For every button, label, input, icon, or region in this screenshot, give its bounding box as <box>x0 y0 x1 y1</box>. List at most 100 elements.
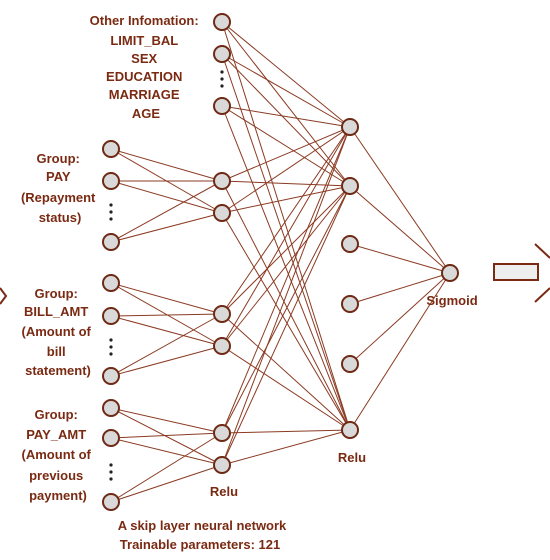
edge-hidden1-hidden2 <box>221 126 351 182</box>
edge-input-hidden1 <box>110 432 223 503</box>
hidden1-node <box>213 424 231 442</box>
edge-hidden1-hidden2 <box>221 185 351 347</box>
layer2-activation-label: Relu <box>338 450 366 465</box>
ellipsis-dot <box>109 470 113 474</box>
edge-input-hidden1 <box>110 345 223 377</box>
input-node-bill <box>102 367 120 385</box>
input-node-pay <box>102 140 120 158</box>
output-arrow-icon <box>493 243 550 303</box>
input-node-bill <box>102 307 120 325</box>
edge-input-hidden1 <box>110 315 223 347</box>
neuron-nodes <box>102 13 459 511</box>
edge-hidden2-output <box>349 272 451 305</box>
hidden2-node <box>341 355 359 373</box>
input-node-payamt <box>102 429 120 447</box>
edge-input-hidden1 <box>110 313 223 317</box>
ellipsis-dot <box>109 203 113 207</box>
edge-hidden1-hidden2 <box>221 185 351 434</box>
edge-hidden2-output <box>349 272 451 431</box>
edge-hidden2-output <box>349 272 451 365</box>
connection-edges <box>110 21 451 503</box>
edge-hidden1-hidden2 <box>221 345 351 431</box>
edge-hidden1-hidden2 <box>221 180 351 187</box>
edge-skip <box>221 105 351 431</box>
edge-skip <box>221 105 351 128</box>
edge-hidden1-hidden2 <box>221 126 351 466</box>
edge-hidden1-hidden2 <box>221 185 351 466</box>
ellipsis-dots <box>109 70 224 481</box>
edge-hidden1-hidden2 <box>221 126 351 315</box>
edge-skip <box>221 53 351 431</box>
edge-skip <box>221 21 351 431</box>
edge-input-hidden1 <box>110 407 223 466</box>
group-pay-label: Group: PAY (Repayment status) <box>21 151 99 225</box>
edge-hidden1-hidden2 <box>221 126 351 347</box>
input-node-bill <box>102 274 120 292</box>
edge-hidden2-output <box>349 185 451 274</box>
edge-input-hidden1 <box>110 148 223 182</box>
ellipsis-dot <box>109 463 113 467</box>
edge-input-hidden1 <box>110 282 223 315</box>
ellipsis-dot <box>109 345 113 349</box>
hidden2-node <box>341 118 359 136</box>
edge-hidden1-hidden2 <box>221 313 351 431</box>
input-node-other <box>213 13 231 31</box>
input-node-pay <box>102 233 120 251</box>
caption-line-2: Trainable parameters: 121 <box>120 537 280 552</box>
edge-skip <box>221 21 351 128</box>
edge-hidden1-hidden2 <box>221 212 351 431</box>
caption-line-1: A skip layer neural network <box>118 518 287 533</box>
edge-input-hidden1 <box>110 464 223 503</box>
edge-hidden2-output <box>349 126 451 274</box>
edge-skip <box>221 53 351 128</box>
group-other-label: Other Infomation: LIMIT_BAL SEX EDUCATIO… <box>90 13 203 121</box>
ellipsis-dot <box>109 217 113 221</box>
hidden2-node <box>341 235 359 253</box>
edge-skip <box>221 105 351 187</box>
input-node-other <box>213 45 231 63</box>
ellipsis-dot <box>109 477 113 481</box>
hidden1-node <box>213 204 231 222</box>
hidden1-node <box>213 305 231 323</box>
hidden1-node <box>213 337 231 355</box>
ellipsis-dot <box>109 338 113 342</box>
edge-hidden1-hidden2 <box>221 429 351 434</box>
left-arrow-icon <box>0 287 8 305</box>
ellipsis-dot <box>109 210 113 214</box>
edge-skip <box>221 53 351 187</box>
edge-hidden1-hidden2 <box>221 185 351 315</box>
ellipsis-dot <box>109 352 113 356</box>
input-node-payamt <box>102 399 120 417</box>
edge-hidden1-hidden2 <box>221 126 351 434</box>
group-payamt-label: Group: PAY_AMT (Amount of previous payme… <box>22 407 95 503</box>
edge-input-hidden1 <box>110 180 223 243</box>
edge-input-hidden1 <box>110 432 223 439</box>
edge-input-hidden1 <box>110 437 223 466</box>
edge-hidden1-hidden2 <box>221 180 351 431</box>
hidden1-node <box>213 172 231 190</box>
ellipsis-dot <box>220 84 224 88</box>
edge-skip <box>221 21 351 187</box>
group-bill-label: Group: BILL_AMT (Amount of bill statemen… <box>22 286 95 378</box>
edge-input-hidden1 <box>110 407 223 434</box>
layer1-activation-label: Relu <box>210 484 238 499</box>
input-node-pay <box>102 172 120 190</box>
hidden2-node <box>341 421 359 439</box>
output-node <box>441 264 459 282</box>
hidden2-node <box>341 295 359 313</box>
edge-input-hidden1 <box>110 212 223 243</box>
hidden2-node <box>341 177 359 195</box>
edge-input-hidden1 <box>110 180 223 214</box>
edge-hidden1-hidden2 <box>221 429 351 466</box>
hidden1-node <box>213 456 231 474</box>
edge-hidden1-hidden2 <box>221 185 351 214</box>
input-node-payamt <box>102 493 120 511</box>
edge-hidden2-output <box>349 243 451 274</box>
edge-hidden1-hidden2 <box>221 126 351 214</box>
output-activation-label: Sigmoid <box>426 293 477 308</box>
input-node-other <box>213 97 231 115</box>
ellipsis-dot <box>220 77 224 81</box>
ellipsis-dot <box>220 70 224 74</box>
edge-input-hidden1 <box>110 313 223 377</box>
